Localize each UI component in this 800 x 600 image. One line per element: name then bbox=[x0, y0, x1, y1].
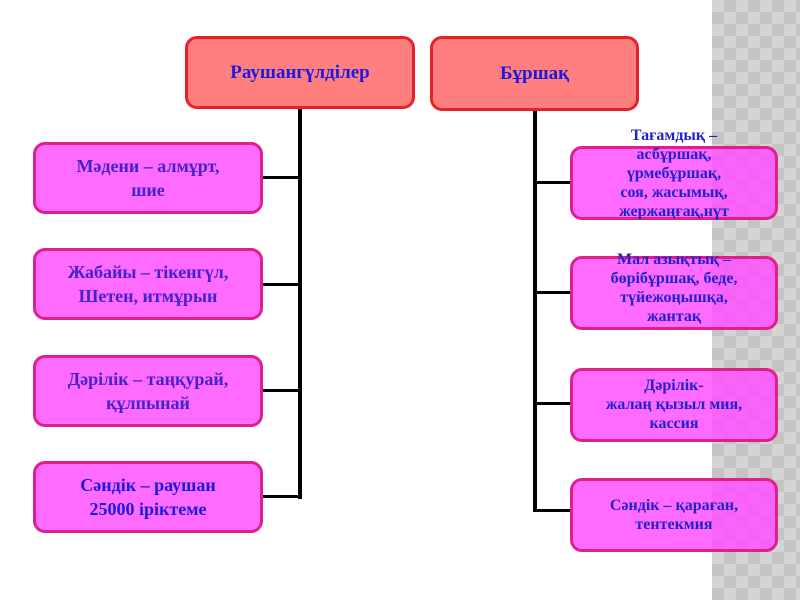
item-text: тентекмия bbox=[635, 516, 713, 533]
item-text: Шетен, итмұрын bbox=[78, 286, 218, 306]
legumes-food-box bbox=[570, 146, 778, 220]
legumes-medicinal-box bbox=[570, 368, 778, 442]
item-text: Дәрілік- bbox=[644, 377, 704, 394]
rosaceae-title: Раушангүлділер bbox=[230, 61, 370, 83]
rosaceae-wild: Жабайы – тікенгүл, Шетен, итмұрын bbox=[33, 248, 263, 320]
connector-left-4 bbox=[263, 495, 300, 498]
legumes-food-text: Тағамдық – асбұршақ, үрмебұршақ, соя, жа… bbox=[560, 126, 788, 221]
connector-right-trunk bbox=[533, 110, 537, 512]
legumes-ornamental-box bbox=[570, 478, 778, 552]
item-text: Сәндік – қараған, bbox=[609, 497, 739, 514]
item-text: үрмебұршақ, bbox=[626, 165, 722, 182]
item-text: Сәндік – раушан bbox=[80, 475, 216, 495]
legumes-header: Бұршақ bbox=[430, 36, 639, 111]
connector-right-2 bbox=[535, 291, 570, 294]
connector-right-4 bbox=[535, 509, 570, 512]
connector-left-3 bbox=[263, 389, 300, 392]
legumes-fodder-text: Мал азықтық – бөрібұршақ, беде, түйежоңы… bbox=[560, 250, 788, 326]
item-text: құлпынай bbox=[106, 393, 190, 413]
legumes-medicinal-text: Дәрілік- жалаң қызыл мия, кассия bbox=[560, 376, 788, 433]
legumes-ornamental-text: Сәндік – қараған, тентекмия bbox=[560, 496, 788, 534]
connector-left-1 bbox=[263, 176, 300, 179]
item-text: жержаңғақ,нүт bbox=[619, 203, 729, 220]
rosaceae-header: Раушангүлділер bbox=[185, 36, 415, 109]
rosaceae-ornamental: Сәндік – раушан 25000 іріктеме bbox=[33, 461, 263, 533]
item-text: кассия bbox=[649, 415, 699, 432]
item-text: Дәрілік – таңқурай, bbox=[67, 369, 229, 389]
item-text: жалаң қызыл мия, bbox=[605, 396, 743, 413]
item-text: бөрібұршақ, беде, bbox=[610, 270, 738, 287]
item-text: 25000 іріктеме bbox=[89, 499, 207, 519]
item-text: соя, жасымық, bbox=[620, 184, 728, 201]
connector-right-1 bbox=[535, 181, 570, 184]
legumes-fodder-box bbox=[570, 256, 778, 330]
item-text: Мал азықтық – bbox=[617, 251, 731, 268]
item-text: түйежоңышқа, bbox=[620, 289, 728, 306]
rosaceae-medicinal: Дәрілік – таңқурай, құлпынай bbox=[33, 355, 263, 427]
connector-right-3 bbox=[535, 402, 570, 405]
item-text: асбұршақ, bbox=[636, 146, 712, 163]
item-text: Тағамдық – bbox=[630, 127, 718, 144]
rosaceae-cultivated: Мәдени – алмұрт, шие bbox=[33, 142, 263, 214]
item-text: жантақ bbox=[646, 308, 702, 325]
item-text: Жабайы – тікенгүл, bbox=[67, 262, 229, 282]
item-text: шие bbox=[131, 180, 165, 200]
legumes-title: Бұршақ bbox=[499, 62, 570, 84]
item-text: Мәдени – алмұрт, bbox=[76, 156, 220, 176]
connector-left-trunk bbox=[298, 108, 302, 499]
connector-left-2 bbox=[263, 283, 300, 286]
